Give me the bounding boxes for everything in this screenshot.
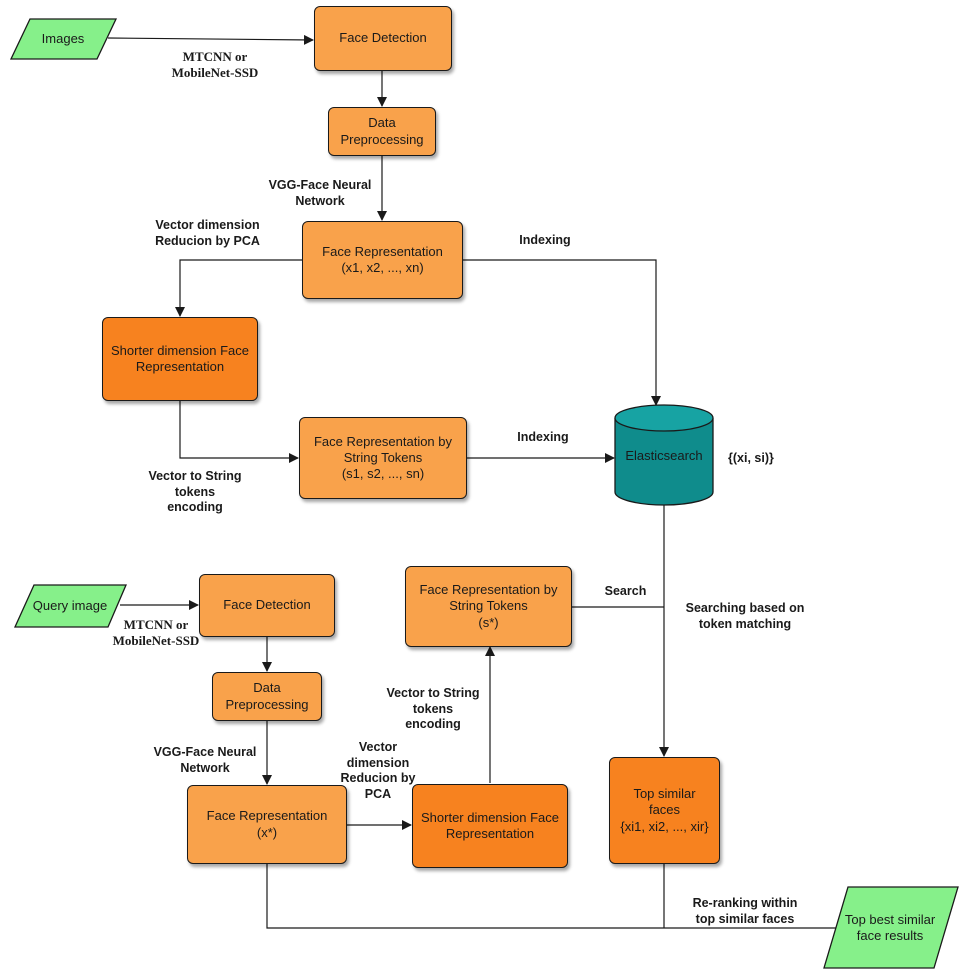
- top-best-results-output: Top best similar face results: [844, 911, 936, 943]
- query-shorter-dimension-box: Shorter dimension Face Representation: [412, 784, 568, 868]
- encoding-label-top: Vector to String tokens encoding: [148, 469, 242, 515]
- string-tokens-box: Face Representation by String Tokens (s1…: [299, 417, 467, 499]
- edge-shorter-to-string-tokens: [179, 401, 299, 463]
- query-data-preprocessing-box: Data Preprocessing: [212, 672, 322, 721]
- search-label: Search: [604, 584, 647, 598]
- edge-representation-to-elasticsearch: [463, 259, 661, 406]
- indexing-label-bottom: Indexing: [517, 430, 569, 444]
- vgg-label: VGG-Face Neural Network: [268, 178, 372, 208]
- query-face-representation-box: Face Representation (x*): [187, 785, 347, 864]
- elasticsearch-database-icon: [614, 404, 714, 506]
- indexing-label-top: Indexing: [519, 233, 571, 247]
- pca-label: Vector dimension Reducion by PCA: [155, 218, 260, 248]
- query-detector-label: MTCNN or MobileNet-SSD: [112, 617, 200, 649]
- query-face-detection-box: Face Detection: [199, 574, 335, 637]
- shorter-dimension-box: Shorter dimension Face Representation: [102, 317, 258, 401]
- face-detection-box: Face Detection: [314, 6, 452, 71]
- face-representation-box: Face Representation (x1, x2, ..., xn): [302, 221, 463, 299]
- top-similar-faces-box: Top similar faces {xi1, xi2, ..., xir}: [609, 757, 720, 864]
- detector-label: MTCNN or MobileNet-SSD: [171, 49, 259, 81]
- query-pca-label: Vector dimension Reducion by PCA: [340, 740, 416, 801]
- edge-representation2-to-results: [266, 864, 847, 933]
- query-vgg-label: VGG-Face Neural Network: [153, 745, 257, 775]
- query-string-tokens-box: Face Representation by String Tokens (s*…: [405, 566, 572, 647]
- images-input-shape: [9, 18, 118, 60]
- reranking-label: Re-ranking within top similar faces: [692, 896, 798, 926]
- query-encoding-label: Vector to String tokens encoding: [386, 686, 480, 732]
- edge-images-to-detection: [107, 34, 314, 45]
- elasticsearch-label: Elasticsearch: [625, 448, 703, 464]
- edge-representation-to-shorter: [175, 259, 302, 317]
- query-image-input: Query image: [32, 598, 108, 614]
- token-matching-label: Searching based on token matching: [685, 601, 805, 631]
- elasticsearch-set-label: {(xi, si)}: [728, 451, 774, 465]
- data-preprocessing-box: Data Preprocessing: [328, 107, 436, 156]
- top-best-results-shape: [823, 886, 959, 969]
- query-image-input-shape: [13, 584, 127, 628]
- images-input: Images: [41, 31, 85, 47]
